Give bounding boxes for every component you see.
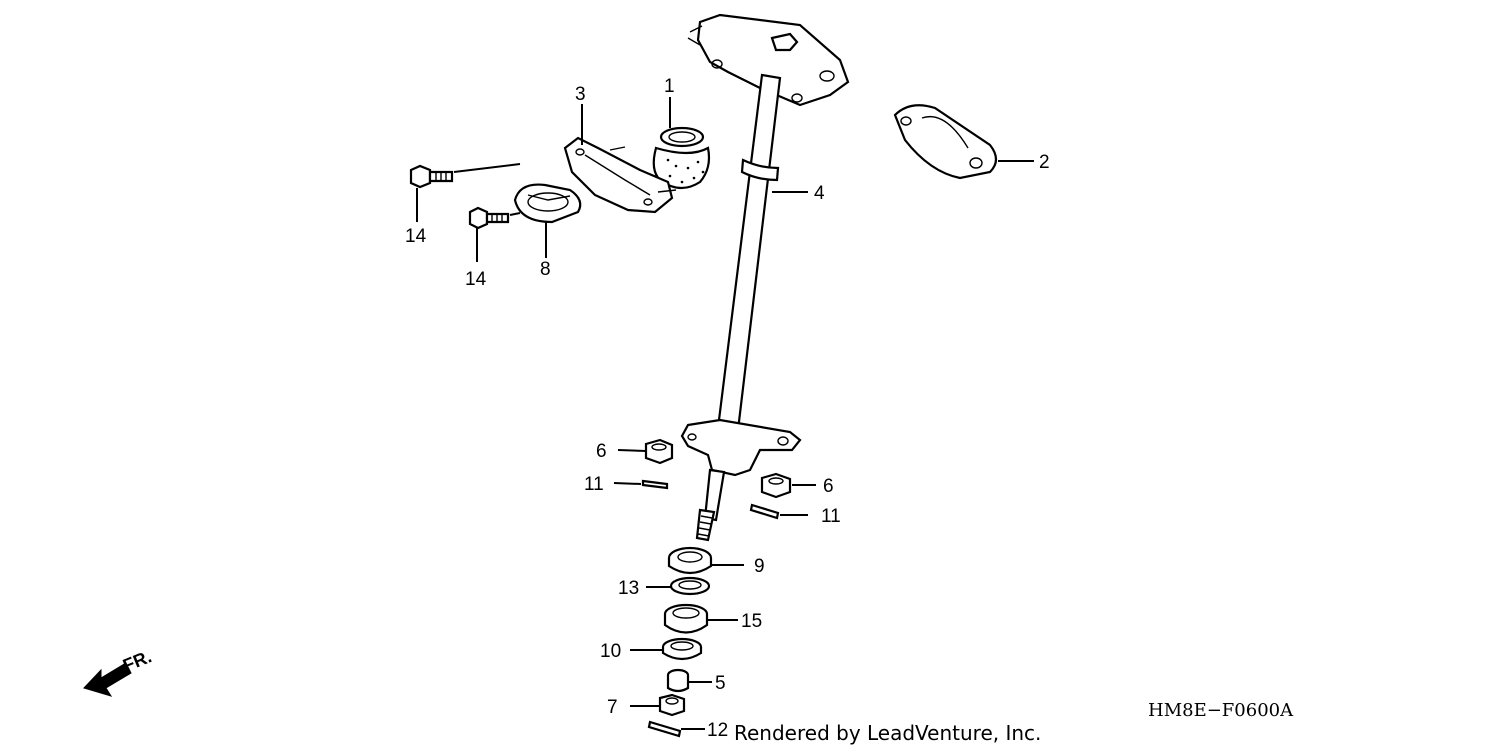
collar-part-5[interactable] <box>666 668 690 693</box>
label-part-11-left: 11 <box>584 474 604 495</box>
label-part-9: 9 <box>754 556 765 577</box>
label-part-11-right: 11 <box>821 506 841 527</box>
label-part-1: 1 <box>664 76 675 97</box>
arrow-left-icon <box>83 662 132 697</box>
nut-part-6-right[interactable] <box>760 472 792 499</box>
diagram-code: HM8E−F0600A <box>1148 700 1294 721</box>
label-part-14-upper: 14 <box>405 226 427 247</box>
label-part-7: 7 <box>607 697 618 718</box>
label-part-13: 13 <box>618 578 639 599</box>
leader-lines <box>416 97 1034 730</box>
cotter-pin-part-11-right[interactable] <box>749 503 780 520</box>
oil-seal-part-10[interactable] <box>661 637 703 661</box>
bushing-holder-part-2[interactable] <box>893 104 998 180</box>
nut-part-6-left[interactable] <box>644 438 674 465</box>
washer-part-13[interactable] <box>669 576 711 596</box>
direction-marker-text: FR. <box>120 646 154 675</box>
bearing-part-15[interactable] <box>663 603 709 634</box>
oil-seal-part-9[interactable] <box>667 546 713 575</box>
bushing-part-1[interactable] <box>652 126 711 190</box>
label-part-10: 10 <box>600 641 621 662</box>
label-part-2: 2 <box>1039 152 1050 173</box>
label-part-14-lower: 14 <box>465 269 487 290</box>
clamp-part-8[interactable] <box>513 183 582 224</box>
label-part-3: 3 <box>575 84 586 105</box>
credit-text: Rendered by LeadVenture, Inc. <box>734 721 1041 745</box>
part-number-labels: 1 3 2 4 14 14 8 6 11 6 11 9 13 15 10 5 7… <box>405 76 1050 741</box>
front-direction-arrow: FR. <box>83 646 154 697</box>
label-part-15: 15 <box>741 611 762 632</box>
label-part-4: 4 <box>814 183 825 204</box>
cotter-pin-part-12[interactable] <box>647 720 682 738</box>
label-part-6-left: 6 <box>596 441 607 462</box>
holder-bracket-part-3[interactable] <box>563 136 677 214</box>
label-part-8: 8 <box>540 259 551 280</box>
label-part-6-right: 6 <box>823 476 834 497</box>
nut-part-7[interactable] <box>658 693 686 717</box>
label-part-5: 5 <box>715 673 726 694</box>
bolt-part-14-lower[interactable] <box>468 206 510 230</box>
cotter-pin-part-11-left[interactable] <box>641 479 669 490</box>
label-part-12: 12 <box>707 720 728 741</box>
bolt-part-14-upper[interactable] <box>409 164 454 189</box>
steering-shaft-part-4[interactable] <box>680 13 850 542</box>
